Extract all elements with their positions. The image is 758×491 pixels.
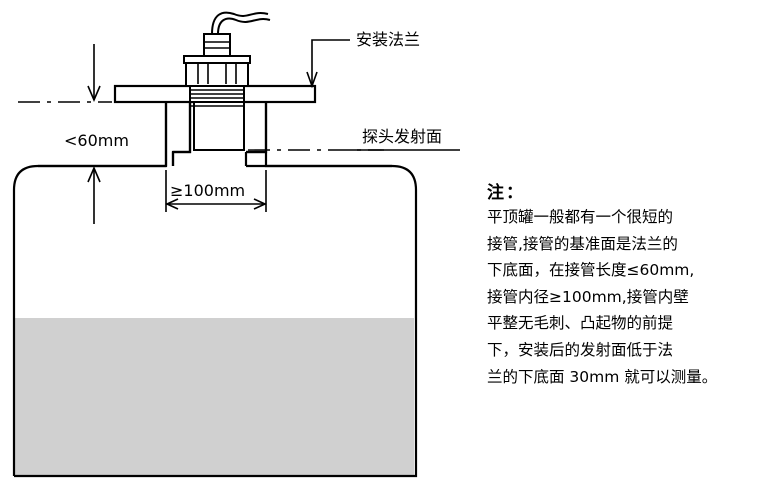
liquid-level bbox=[14, 318, 414, 475]
note-line-3: 下底面，在接管长度≤60mm, bbox=[487, 261, 695, 280]
pipe-diameter-label: ≥100mm bbox=[170, 181, 245, 200]
nozzle-walls bbox=[164, 102, 268, 166]
note-line-7: 兰的下底面 30mm 就可以测量。 bbox=[487, 367, 718, 386]
note-title: 注： bbox=[487, 183, 525, 203]
pipe-length-arrow-bottom bbox=[87, 165, 101, 183]
nut-faces bbox=[197, 64, 237, 84]
note-line-1: 平顶罐一般都有一个很短的 bbox=[487, 208, 674, 226]
note-line-6: 下，安装后的发射面低于法 bbox=[487, 340, 674, 359]
pipe-length-arrow-top bbox=[87, 85, 101, 103]
flange-label: 安装法兰 bbox=[356, 30, 420, 49]
flange-leader-arrow bbox=[306, 71, 318, 89]
probe-body bbox=[193, 101, 245, 151]
note-line-5: 平整无毛刺、凸起物的前提 bbox=[487, 314, 674, 333]
pipe-length-label: <60mm bbox=[64, 131, 129, 150]
pipe-diameter-arrow-left bbox=[165, 198, 179, 210]
probe-cable bbox=[211, 11, 269, 35]
probe-connector bbox=[203, 33, 231, 57]
note-line-2: 接管,接管的基准面是法兰的 bbox=[487, 234, 678, 253]
probe-collar bbox=[183, 55, 251, 64]
flange-leader bbox=[311, 39, 350, 84]
probe-nut bbox=[185, 61, 249, 87]
note-body: 平顶罐一般都有一个很短的 接管,接管的基准面是法兰的 下底面，在接管长度≤60m… bbox=[487, 204, 757, 390]
note-line-4: 接管内径≥100mm,接管内壁 bbox=[487, 287, 689, 306]
probe-cable-2 bbox=[217, 17, 271, 35]
pipe-diameter-arrow-right bbox=[253, 198, 267, 210]
emit-face-label: 探头发射面 bbox=[362, 127, 442, 146]
thread-lines bbox=[190, 89, 244, 107]
pipe-diameter-dimension bbox=[165, 170, 267, 212]
connector-ribs bbox=[204, 41, 230, 49]
